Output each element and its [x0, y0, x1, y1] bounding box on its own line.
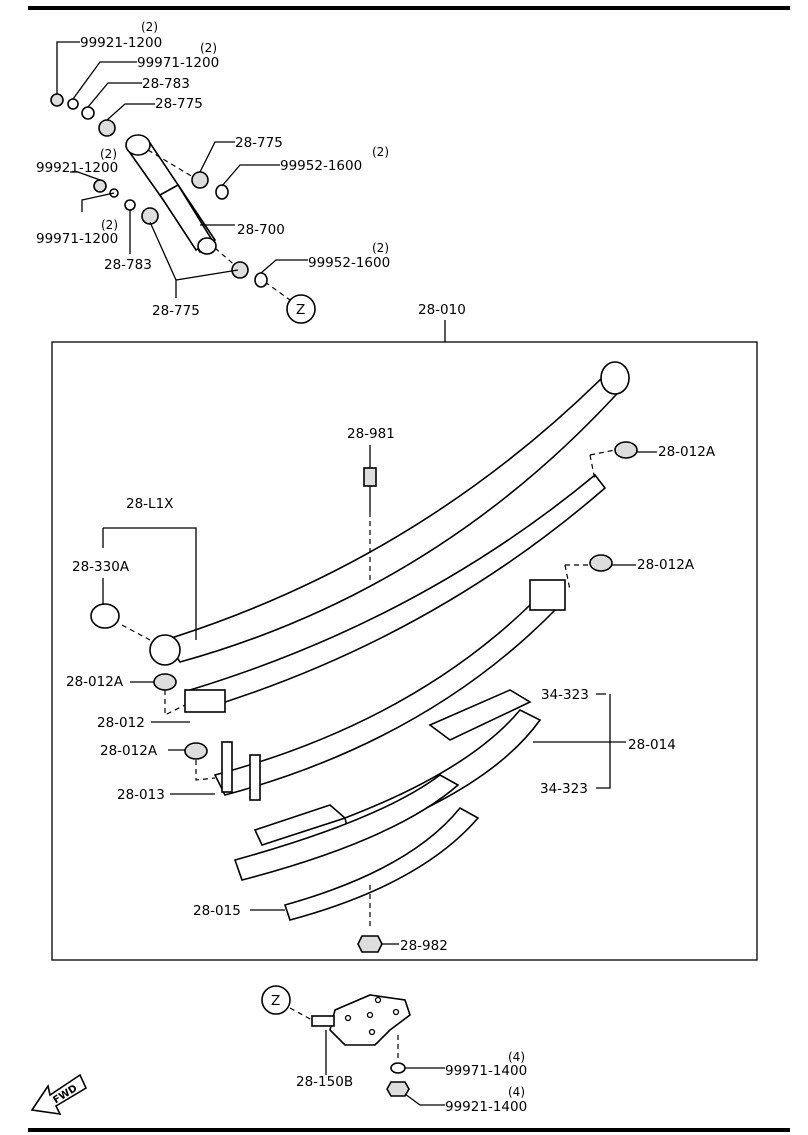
bushing-icon — [98, 119, 116, 137]
label-28-015: 28-015 — [193, 903, 241, 919]
label-99971-1200-lower: 99971-1200 — [36, 231, 118, 247]
nut-icon — [386, 1081, 410, 1097]
bushing-washer-icon — [81, 106, 95, 120]
shock-absorber[interactable] — [125, 134, 217, 255]
ref-z-label: Z — [296, 302, 305, 318]
ref-z-circle — [286, 294, 316, 324]
label-99971-1200-upper: 99971-1200 — [137, 55, 219, 71]
label-28-013: 28-013 — [117, 787, 165, 803]
washer-icon — [390, 1062, 406, 1074]
qty-label: (2) — [100, 147, 117, 161]
spring-plate-28-150b[interactable] — [329, 994, 411, 1046]
spring-plate-group: Z 28-150B (4) 99971-1400 (4) 99921-1400 — [261, 985, 527, 1115]
ref-z-label: Z — [271, 993, 280, 1009]
center-nut-icon — [357, 935, 383, 953]
nut-icon — [93, 179, 107, 193]
insert-34-323-upper — [428, 689, 532, 741]
ref-z-circle — [261, 985, 291, 1015]
label-28-982: 28-982 — [400, 938, 448, 954]
label-28-014: 28-014 — [628, 737, 676, 753]
label-28-012: 28-012 — [97, 715, 145, 731]
plate-stud — [311, 1015, 335, 1027]
qty-label: (2) — [200, 41, 217, 55]
label-28-010: 28-010 — [418, 302, 466, 318]
bushing-washer-icon — [124, 199, 136, 211]
clip-cap — [589, 554, 613, 572]
bushing-icon — [191, 171, 209, 189]
bushing-icon — [141, 207, 159, 225]
label-28-012a-3: 28-012A — [66, 674, 124, 690]
label-28-150b: 28-150B — [296, 1074, 353, 1090]
label-28-775-right: 28-775 — [235, 135, 283, 151]
label-99952-1600-lower: 99952-1600 — [308, 255, 390, 271]
clip — [184, 689, 226, 713]
spacer-icon — [254, 272, 268, 288]
label-28-700: 28-700 — [237, 222, 285, 238]
label-99971-1400: 99971-1400 — [445, 1063, 527, 1079]
label-99921-1400: 99921-1400 — [445, 1099, 527, 1115]
center-bolt-head — [363, 467, 377, 487]
qty-label: (4) — [508, 1085, 525, 1099]
qty-label: (2) — [372, 145, 389, 159]
clip-cap — [614, 441, 638, 459]
label-28-012a-1: 28-012A — [658, 444, 716, 460]
qty-label: (4) — [508, 1050, 525, 1064]
leaf-28-015[interactable] — [283, 806, 480, 921]
leaf-spring-assembly: 28-010 — [51, 302, 758, 961]
bushing-icon — [231, 261, 249, 279]
clip — [529, 579, 566, 611]
label-28-775-upper: 28-775 — [155, 96, 203, 112]
label-28-012a-2: 28-012A — [637, 557, 695, 573]
label-99952-1600-upper: 99952-1600 — [280, 158, 362, 174]
label-28-783-lower: 28-783 — [104, 257, 152, 273]
label-28-775-lower: 28-775 — [152, 303, 200, 319]
qty-label: (2) — [101, 218, 118, 232]
label-28-783-upper: 28-783 — [142, 76, 190, 92]
assembly-box — [51, 341, 758, 961]
washer-icon — [67, 98, 79, 110]
clip-cap — [184, 742, 208, 760]
spring-eye-rear — [149, 634, 181, 666]
label-99921-1200-upper: 99921-1200 — [80, 35, 162, 51]
spacer-icon — [215, 184, 229, 200]
clip-cap — [153, 673, 177, 691]
bushing-28-330a — [90, 603, 120, 629]
leaf-28-012[interactable] — [188, 473, 607, 711]
insert-34-323-lower — [253, 804, 347, 846]
leaf-28-014b — [233, 774, 460, 881]
spring-eye-front — [600, 361, 630, 395]
clip-bolt — [221, 741, 233, 793]
label-34-323-lower: 34-323 — [540, 781, 588, 797]
label-28-l1x: 28-L1X — [126, 496, 173, 512]
label-99921-1200-lower: 99921-1200 — [36, 160, 118, 176]
label-28-981: 28-981 — [347, 426, 395, 442]
label-28-330a: 28-330A — [72, 559, 130, 575]
qty-label: (2) — [372, 241, 389, 255]
clip-bolt — [249, 754, 261, 801]
label-34-323-upper: 34-323 — [541, 687, 589, 703]
nut-icon — [50, 93, 64, 107]
label-28-012a-4: 28-012A — [100, 743, 158, 759]
shock-absorber-group: Z (2) 99921-1200 (2) 99971-1200 28-783 2… — [36, 20, 390, 324]
qty-label: (2) — [141, 20, 158, 34]
forward-arrow-icon: FWD — [30, 1073, 88, 1116]
